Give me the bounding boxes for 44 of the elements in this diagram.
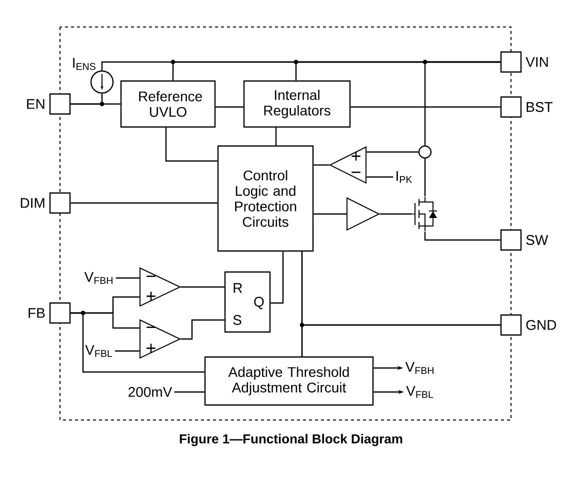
block-box: Reference UVLO: [120, 80, 216, 128]
signal-label: V$_{FBH}$: [405, 362, 434, 374]
wire: [366, 176, 394, 178]
wire: [380, 213, 412, 215]
wire: [366, 151, 418, 153]
latch-box: R Q S: [224, 271, 271, 333]
signal-label: V$_{FBH}$: [84, 272, 112, 284]
wire: [174, 391, 204, 393]
figure-caption: Figure 1—Functional Block Diagram: [180, 434, 402, 446]
pin-label: VIN: [526, 57, 548, 67]
signal-label: V$_{FBL}$: [406, 386, 434, 398]
pin-label: FB: [28, 308, 45, 318]
wire: [165, 128, 218, 162]
wire: [70, 103, 120, 105]
signal-label: I$_{PK}$: [396, 171, 412, 183]
block-box: Adaptive Threshold Adjustment Circuit: [204, 356, 374, 406]
mosfet-symbol: [412, 196, 438, 232]
wire: [424, 232, 500, 241]
wire: [70, 312, 204, 373]
pin-label: GND: [526, 320, 556, 330]
wire: [424, 158, 426, 196]
block-box: Control Logic and Protection Circuits: [217, 145, 314, 252]
wire: [116, 277, 140, 279]
wire: [301, 324, 500, 356]
sense-circle: [418, 145, 432, 159]
wire: [424, 61, 500, 146]
signal-label: 200mV: [128, 387, 172, 397]
wire: [180, 319, 224, 340]
wire: [314, 213, 346, 215]
pin-label: EN: [27, 99, 44, 109]
wire: [70, 202, 218, 204]
pin-label: SW: [526, 235, 548, 245]
wire: [270, 252, 284, 304]
wire: [115, 350, 140, 352]
signal-label: I$_{ENS}$: [73, 58, 96, 70]
signal-label: V$_{FBL}$: [85, 345, 112, 357]
wire: [350, 106, 500, 108]
wire: [180, 286, 224, 288]
pin-label: DIM: [20, 198, 44, 208]
wire: [314, 164, 330, 166]
wire: [216, 106, 244, 108]
block-box: Internal Regulators: [243, 80, 351, 128]
pin-label: BST: [526, 102, 552, 112]
wire: [275, 128, 277, 146]
